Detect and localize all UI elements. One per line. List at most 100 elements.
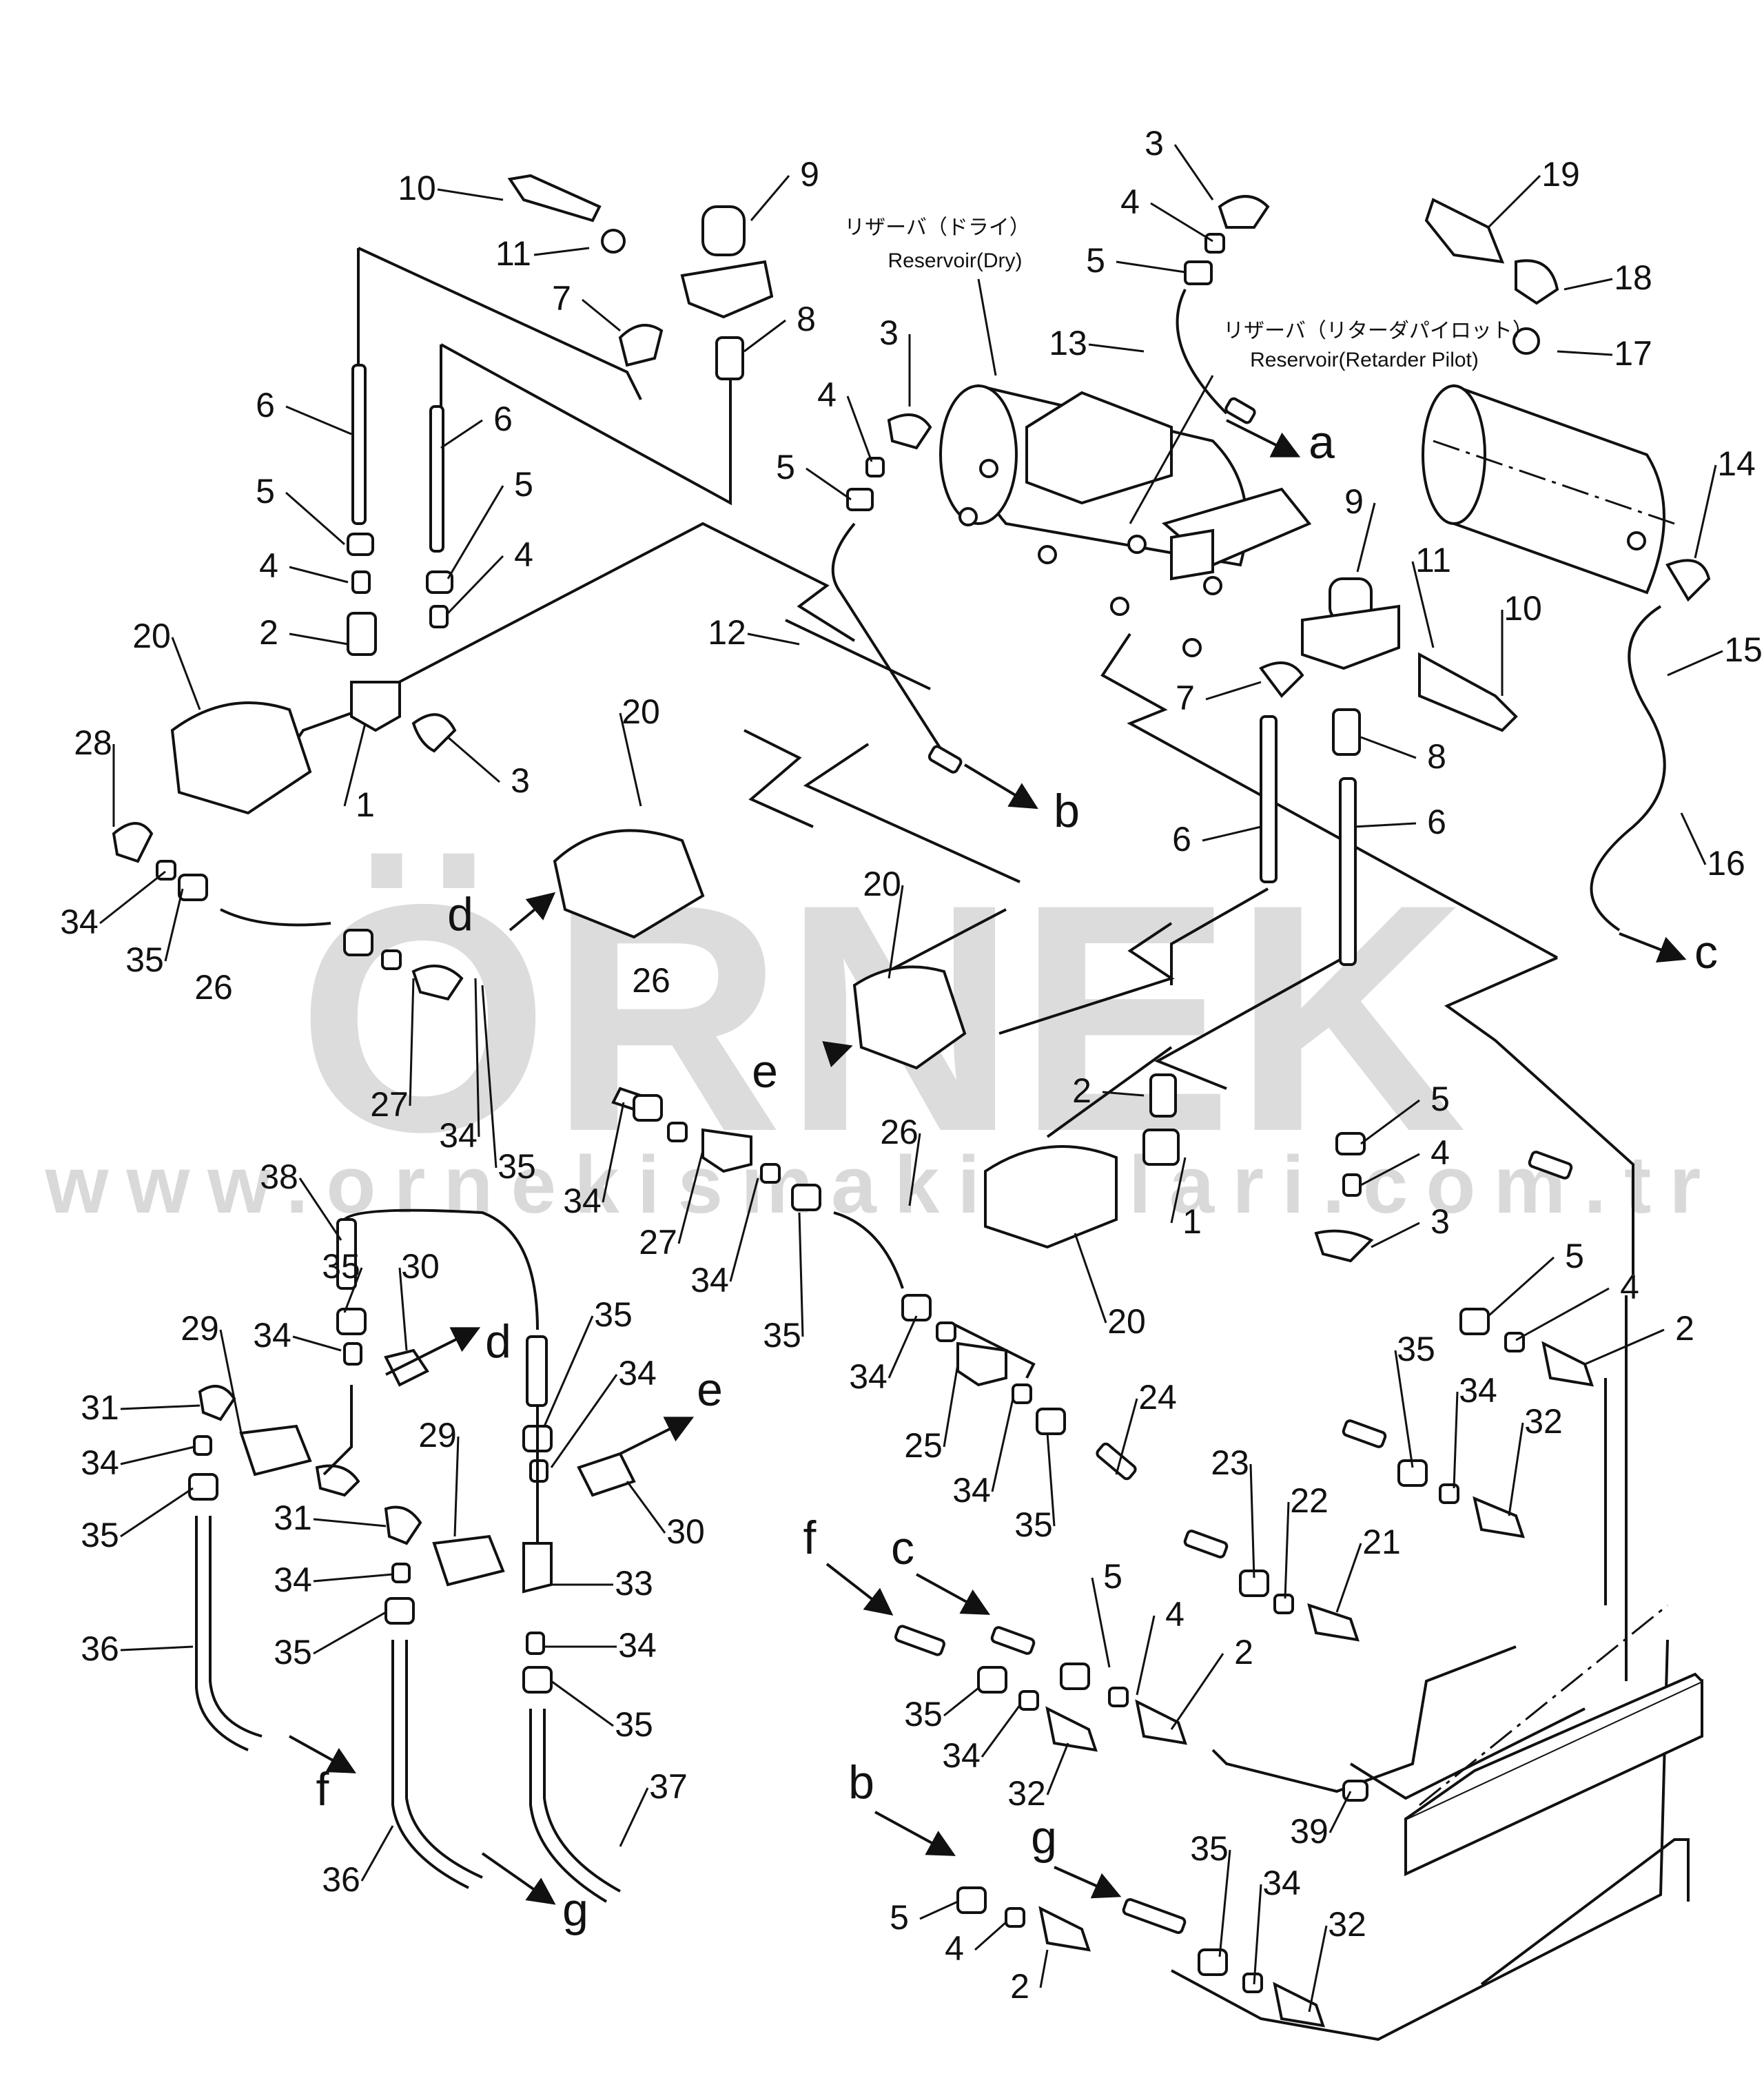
leader-line xyxy=(1584,1328,1665,1366)
callout-23: 23 xyxy=(1211,1443,1249,1482)
leader-line xyxy=(398,1267,408,1351)
leader-line xyxy=(120,1645,194,1651)
connection-arrow xyxy=(619,1417,695,1455)
callout-6: 6 xyxy=(1427,803,1446,841)
callout-2: 2 xyxy=(1010,1967,1029,2006)
leader-line xyxy=(440,419,483,449)
leader-line xyxy=(798,1212,804,1337)
callout-8: 8 xyxy=(1427,737,1446,776)
leader-line xyxy=(1360,1099,1420,1145)
leader-line xyxy=(806,467,852,501)
callout-1: 1 xyxy=(1182,1202,1202,1241)
leader-line xyxy=(943,1687,979,1717)
callout-6: 6 xyxy=(256,386,275,424)
callout-29: 29 xyxy=(418,1416,457,1454)
leader-line xyxy=(729,1177,759,1282)
callout-18: 18 xyxy=(1614,258,1652,297)
callout-38: 38 xyxy=(260,1157,298,1196)
callout-16: 16 xyxy=(1707,844,1745,883)
callout-4: 4 xyxy=(945,1929,964,1968)
leader-line xyxy=(991,1398,1014,1492)
callout-34: 34 xyxy=(1262,1864,1301,1902)
connection-letter-g: g xyxy=(1031,1811,1057,1864)
leader-line xyxy=(619,1787,649,1847)
connection-arrow xyxy=(874,1811,956,1856)
leader-line xyxy=(1563,278,1613,291)
callout-35: 35 xyxy=(904,1695,943,1733)
connection-letter-c: c xyxy=(891,1522,914,1574)
callout-19: 19 xyxy=(1541,155,1580,194)
leader-line xyxy=(1284,1501,1290,1599)
callout-5: 5 xyxy=(514,465,533,504)
leader-line xyxy=(1170,1653,1224,1730)
callout-2: 2 xyxy=(1234,1633,1253,1671)
callout-20: 20 xyxy=(132,617,171,655)
callout-12: 12 xyxy=(708,613,746,652)
leader-line xyxy=(1202,825,1262,842)
callout-4: 4 xyxy=(1620,1268,1639,1306)
connection-arrow xyxy=(1054,1866,1122,1899)
callout-27: 27 xyxy=(639,1223,677,1262)
connection-arrow xyxy=(1226,419,1301,457)
leader-line xyxy=(289,566,349,584)
leader-line xyxy=(1329,1791,1352,1833)
leader-line xyxy=(171,637,201,710)
callout-5: 5 xyxy=(776,448,795,486)
leader-line xyxy=(1515,1287,1610,1341)
connection-letter-d: d xyxy=(485,1315,511,1368)
callout-28: 28 xyxy=(74,723,112,762)
leader-line xyxy=(447,736,500,783)
callout-20: 20 xyxy=(1107,1302,1146,1341)
connection-arrow xyxy=(289,1735,356,1773)
callout-34: 34 xyxy=(439,1116,478,1155)
leader-line xyxy=(1088,343,1145,353)
callout-34: 34 xyxy=(849,1357,888,1396)
callout-4: 4 xyxy=(1120,183,1140,221)
callout-35: 35 xyxy=(1190,1829,1229,1868)
callout-34: 34 xyxy=(690,1261,729,1299)
callout-8: 8 xyxy=(797,300,816,338)
leader-line xyxy=(1694,464,1717,559)
leader-line xyxy=(551,1680,614,1727)
callout-36: 36 xyxy=(81,1629,119,1668)
leader-line xyxy=(1091,1577,1111,1668)
reservoir-retarder-en-label: Reservoir(Retarder Pilot) xyxy=(1250,349,1479,371)
callout-35: 35 xyxy=(763,1316,801,1355)
leader-line xyxy=(1487,174,1541,229)
connection-arrow xyxy=(481,1852,556,1905)
callout-30: 30 xyxy=(401,1247,440,1286)
callout-9: 9 xyxy=(800,155,819,194)
callout-10: 10 xyxy=(1504,589,1542,628)
leader-line xyxy=(1173,144,1214,200)
leader-line xyxy=(1335,1543,1362,1613)
leader-line xyxy=(437,188,504,201)
callout-39: 39 xyxy=(1290,1812,1329,1851)
leader-line xyxy=(619,712,642,807)
callout-34: 34 xyxy=(618,1626,657,1665)
callout-6: 6 xyxy=(1172,820,1191,858)
callout-26: 26 xyxy=(880,1113,919,1151)
leader-line xyxy=(298,1177,342,1241)
leader-line xyxy=(1115,1398,1138,1475)
callout-34: 34 xyxy=(274,1561,312,1599)
leader-line xyxy=(313,1573,393,1583)
callout-34: 34 xyxy=(942,1736,981,1775)
connection-arrow xyxy=(1619,932,1687,963)
leader-line xyxy=(1360,1153,1420,1186)
callout-11: 11 xyxy=(495,234,531,273)
leader-line xyxy=(533,247,590,256)
callout-20: 20 xyxy=(622,692,660,731)
leader-line xyxy=(1360,736,1417,759)
connection-letter-d: d xyxy=(447,888,473,940)
reservoir-dry-en-label: Reservoir(Dry) xyxy=(888,249,1023,272)
callout-5: 5 xyxy=(1565,1237,1584,1275)
callout-34: 34 xyxy=(563,1182,602,1220)
leader-line xyxy=(1102,1091,1145,1097)
connection-letter-b: b xyxy=(1054,785,1080,837)
callout-35: 35 xyxy=(615,1705,653,1744)
leader-line xyxy=(747,632,800,646)
leader-lines xyxy=(99,144,1723,2013)
leader-line xyxy=(1508,1422,1524,1516)
callout-2: 2 xyxy=(1675,1309,1694,1348)
